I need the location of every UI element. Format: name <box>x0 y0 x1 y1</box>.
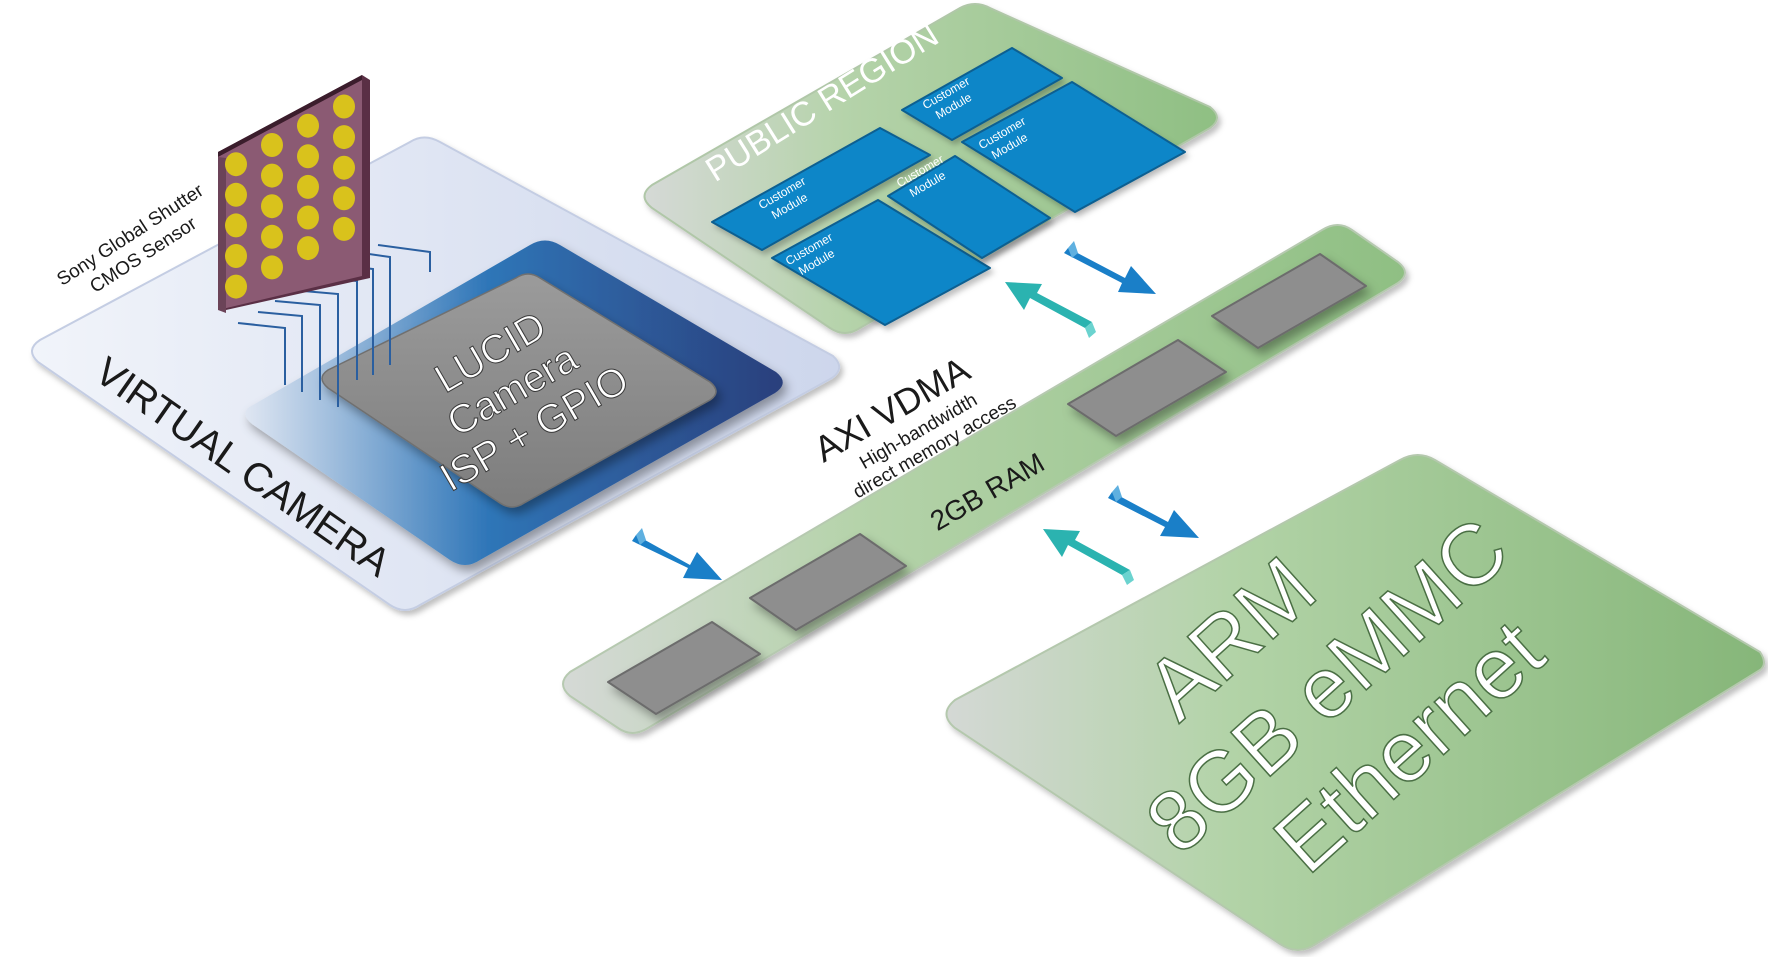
sensor-pixel <box>333 125 355 150</box>
sensor-pixel <box>297 174 319 199</box>
arm-panel <box>945 454 1765 951</box>
sensor-pixel <box>225 182 247 207</box>
sensor-pixel <box>333 216 355 241</box>
sensor-pixel <box>261 224 283 249</box>
sensor-pixel <box>297 113 319 138</box>
sensor-pixel <box>297 236 319 261</box>
sensor-pixel <box>261 163 283 188</box>
sensor-pixel <box>225 274 247 299</box>
sensor-pixel <box>333 155 355 180</box>
sensor-pixel <box>225 213 247 238</box>
arrow-arm-to-ram-icon <box>1043 529 1134 585</box>
arrow-ram-to-public-icon <box>1005 282 1096 338</box>
ram-chip-1 <box>607 621 761 715</box>
sensor-pixel <box>333 186 355 211</box>
sensor-pixel <box>297 144 319 169</box>
arrow-public-to-ram-icon <box>1064 241 1156 294</box>
sensor-pixel <box>225 152 247 177</box>
arrow-camera-to-ram-icon <box>632 528 722 580</box>
sensor-pixel <box>297 205 319 230</box>
arrow-ram-to-arm-icon <box>1108 485 1199 538</box>
ram-chip-2 <box>749 533 907 631</box>
sensor-pixel <box>261 255 283 280</box>
ram-chip-3 <box>1067 339 1227 437</box>
sensor-pixel <box>225 244 247 268</box>
ram-chip-4 <box>1211 253 1367 349</box>
sensor-pixel <box>261 133 283 157</box>
sensor-pixel-grid <box>225 94 355 299</box>
sensor-pixel <box>261 194 283 219</box>
cmos-sensor <box>218 75 370 313</box>
sensor-pixel <box>333 94 355 119</box>
lucid-chip: LUCID Camera ISP + GPIO <box>321 273 717 508</box>
